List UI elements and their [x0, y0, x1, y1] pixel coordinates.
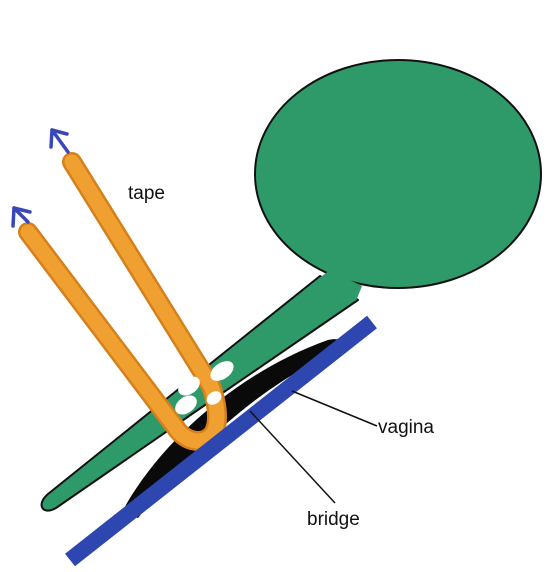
arrow-icon	[51, 130, 68, 152]
vagina-leader-line	[292, 391, 377, 426]
bridge-label: bridge	[307, 509, 360, 530]
bridge-leader-line	[250, 411, 335, 503]
vagina-label: vagina	[378, 417, 434, 438]
bladder-shape	[255, 60, 541, 288]
arrow-icon	[13, 208, 30, 226]
tape-label: tape	[128, 183, 165, 204]
